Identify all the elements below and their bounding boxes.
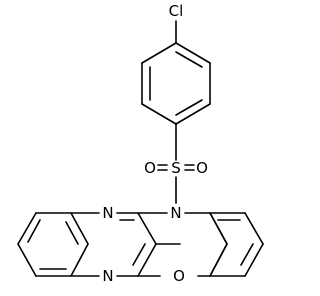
bond-top-ring-6 bbox=[141, 42, 177, 64]
bond-right-ring-2 bbox=[244, 212, 264, 245]
bond-top-ring-inner-2 bbox=[175, 99, 203, 116]
bond-left-ring-6 bbox=[70, 212, 89, 245]
bond-right-ring-6 bbox=[209, 243, 228, 277]
atom-label-layer: Cl S O O N N N O bbox=[102, 2, 208, 285]
molecule-diagram: Cl S O O N N N O bbox=[17, 2, 264, 285]
bond-right-ring-inner-2 bbox=[240, 243, 254, 266]
bond-top-ring-1 bbox=[175, 42, 211, 64]
quinoxaline-nitrogen-label: N bbox=[102, 204, 113, 222]
bond-pyrazine-inner-2 bbox=[132, 243, 146, 266]
bond-left-ring-3 bbox=[17, 243, 37, 277]
bond-pyrazine-4 bbox=[137, 243, 157, 277]
bond-pyrazine-3 bbox=[137, 212, 157, 245]
bond-right-ring-5 bbox=[209, 212, 228, 245]
bond-left-ring-inner-3 bbox=[65, 221, 79, 245]
sulfur-label: S bbox=[171, 159, 181, 177]
sulfonyl-oxygen-right-label: O bbox=[196, 159, 208, 177]
lower-nitrogen-label: N bbox=[102, 267, 113, 285]
bond-left-ring-inner-1 bbox=[27, 219, 41, 243]
bond-left-ring-5 bbox=[70, 243, 89, 277]
sulfonyl-nitrogen-label: N bbox=[170, 204, 181, 222]
bond-left-ring-2 bbox=[17, 212, 37, 245]
bond-top-ring-inner-1 bbox=[175, 51, 203, 68]
ring-oxygen-label: O bbox=[173, 267, 185, 285]
bond-top-ring-4 bbox=[141, 103, 177, 125]
bond-top-ring-3 bbox=[175, 103, 211, 125]
structure-canvas: Cl S O O N N N O bbox=[17, 2, 264, 285]
sulfonyl-oxygen-left-label: O bbox=[144, 159, 156, 177]
bond-layer bbox=[17, 20, 264, 277]
bond-right-ring-3 bbox=[244, 243, 264, 277]
chlorine-label: Cl bbox=[169, 2, 184, 20]
